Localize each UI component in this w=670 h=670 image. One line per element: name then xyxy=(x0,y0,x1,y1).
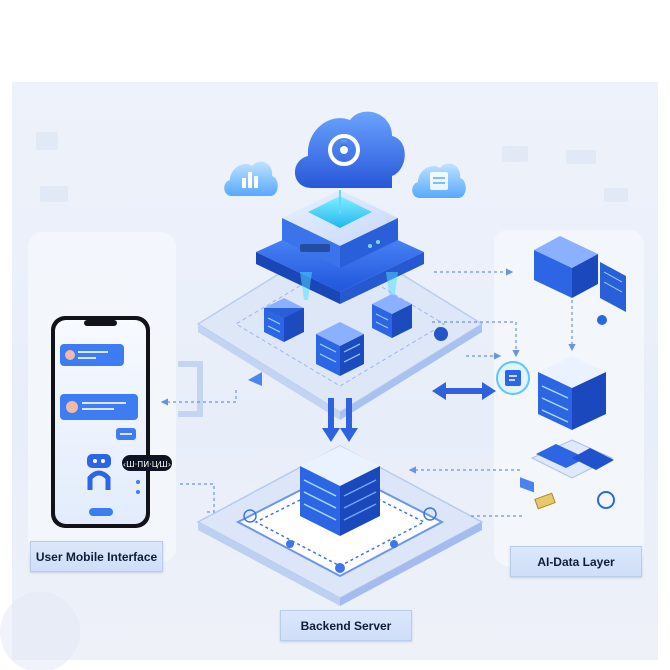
gpu-module xyxy=(530,439,615,510)
backend-server-stack xyxy=(300,446,380,536)
server-stack-right xyxy=(372,294,412,338)
server-stack-center xyxy=(316,322,364,376)
mobile-phone xyxy=(51,316,150,528)
downward-flow-arrows xyxy=(322,398,358,442)
label-user-mobile-interface: User Mobile Interface xyxy=(30,541,163,572)
document-cloud-icon xyxy=(412,163,466,198)
background-decor xyxy=(0,132,628,670)
left-connectors xyxy=(178,361,203,417)
cloud-icon xyxy=(294,111,405,214)
data-center-illustration xyxy=(520,236,626,493)
phone-badge-bg xyxy=(122,455,172,471)
central-processor-chip xyxy=(256,190,424,304)
data-beams xyxy=(300,272,398,300)
node-dot xyxy=(434,327,448,341)
analytics-cloud-icon xyxy=(224,161,278,196)
robot-icon xyxy=(87,454,111,468)
chat-bubble-1 xyxy=(60,344,124,366)
upload-arrow xyxy=(248,372,262,386)
server-stack-left xyxy=(264,298,304,342)
ai-storage-stack xyxy=(538,356,606,430)
chat-bubble-2 xyxy=(60,394,138,420)
label-ai-data-layer: AI-Data Layer xyxy=(510,546,642,577)
phone-badge-text: ‹Ш·ПИ·Ц⁄Ш› xyxy=(123,460,171,469)
ai-node-icon xyxy=(496,361,530,395)
label-backend-server: Backend Server xyxy=(280,610,412,641)
bidirectional-arrow xyxy=(432,382,496,400)
flow-connectors xyxy=(160,268,576,517)
